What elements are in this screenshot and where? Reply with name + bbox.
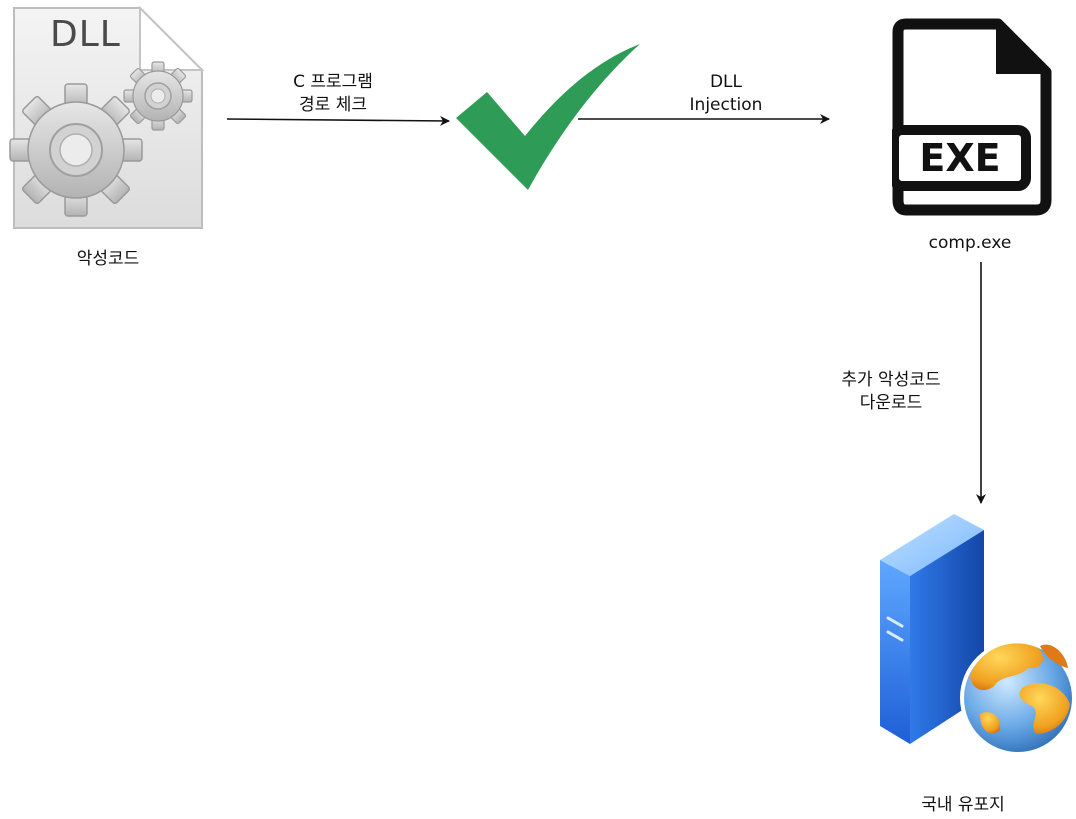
edge-label-dll-injection-line1: DLL [709,72,743,92]
green-check-icon [450,40,646,196]
exe-icon-text: EXE [919,136,1001,180]
malware-label: 악성코드 [76,249,140,269]
server-label: 국내 유포지 [921,795,1005,815]
edge-label-dll-injection: DLL Injection [660,71,792,117]
edge-label-path-check-line1: C 프로그램 [293,72,373,92]
check-shape [456,44,640,190]
web-server-globe-icon [872,508,1076,758]
edge-label-download: 추가 악성코드 다운로드 [816,369,966,415]
edge-label-dll-injection-line2: Injection [689,95,763,115]
comp-exe-label: comp.exe [928,233,1012,253]
dll-icon-text: DLL [50,14,121,55]
edge-label-download-line1: 추가 악성코드 [841,370,941,390]
edge-label-path-check: C 프로그램 경로 체크 [258,71,408,117]
arrow-malware-to-check [226,115,450,126]
edge-label-path-check-line2: 경로 체크 [299,95,367,115]
edge-label-download-line2: 다운로드 [859,393,923,413]
dll-file-gear-icon: DLL [8,4,208,236]
exe-file-icon: EXE [889,18,1052,218]
